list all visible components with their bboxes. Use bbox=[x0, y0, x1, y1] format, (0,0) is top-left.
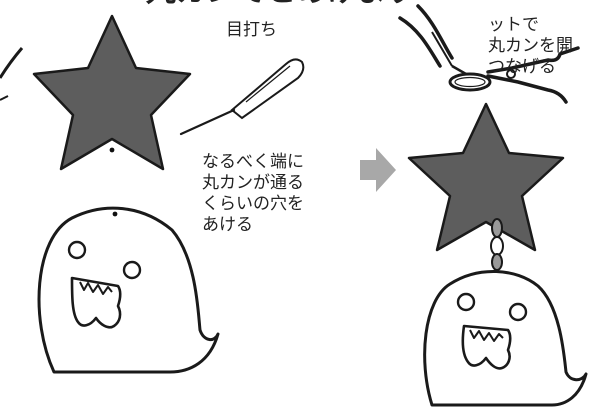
jump-ring-icon bbox=[448, 72, 492, 92]
ghost-charm-left bbox=[37, 206, 220, 374]
ghost-eye bbox=[508, 302, 528, 322]
punched-hole bbox=[109, 147, 115, 153]
title-fragment: 丸カンでとめけます bbox=[146, 0, 416, 10]
ghost-eye bbox=[456, 292, 476, 312]
hole-instruction: なるべく端に 丸カンが通る くらいの穴を あける bbox=[202, 152, 304, 235]
awl-icon bbox=[179, 58, 305, 136]
decoration-stroke bbox=[0, 47, 24, 79]
punched-hole bbox=[112, 211, 118, 217]
star-charm-right bbox=[407, 102, 565, 252]
ghost-teeth bbox=[469, 329, 504, 342]
ghost-teeth bbox=[79, 281, 113, 295]
ring-instruction: ットで 丸カンを開 つなげる bbox=[488, 15, 573, 77]
arrow-right-icon bbox=[360, 148, 396, 192]
pliers-icon bbox=[398, 4, 467, 76]
star-charm-left bbox=[32, 14, 192, 171]
ghost-mouth bbox=[70, 276, 122, 329]
ghost-eye bbox=[122, 260, 142, 280]
awl-label: 目打ち bbox=[226, 20, 277, 40]
decoration-stroke bbox=[0, 95, 9, 101]
chain-link-icon bbox=[490, 218, 504, 271]
ghost-charm-right bbox=[423, 270, 588, 407]
ghost-eye bbox=[67, 240, 87, 260]
pliers-icon bbox=[486, 46, 580, 104]
